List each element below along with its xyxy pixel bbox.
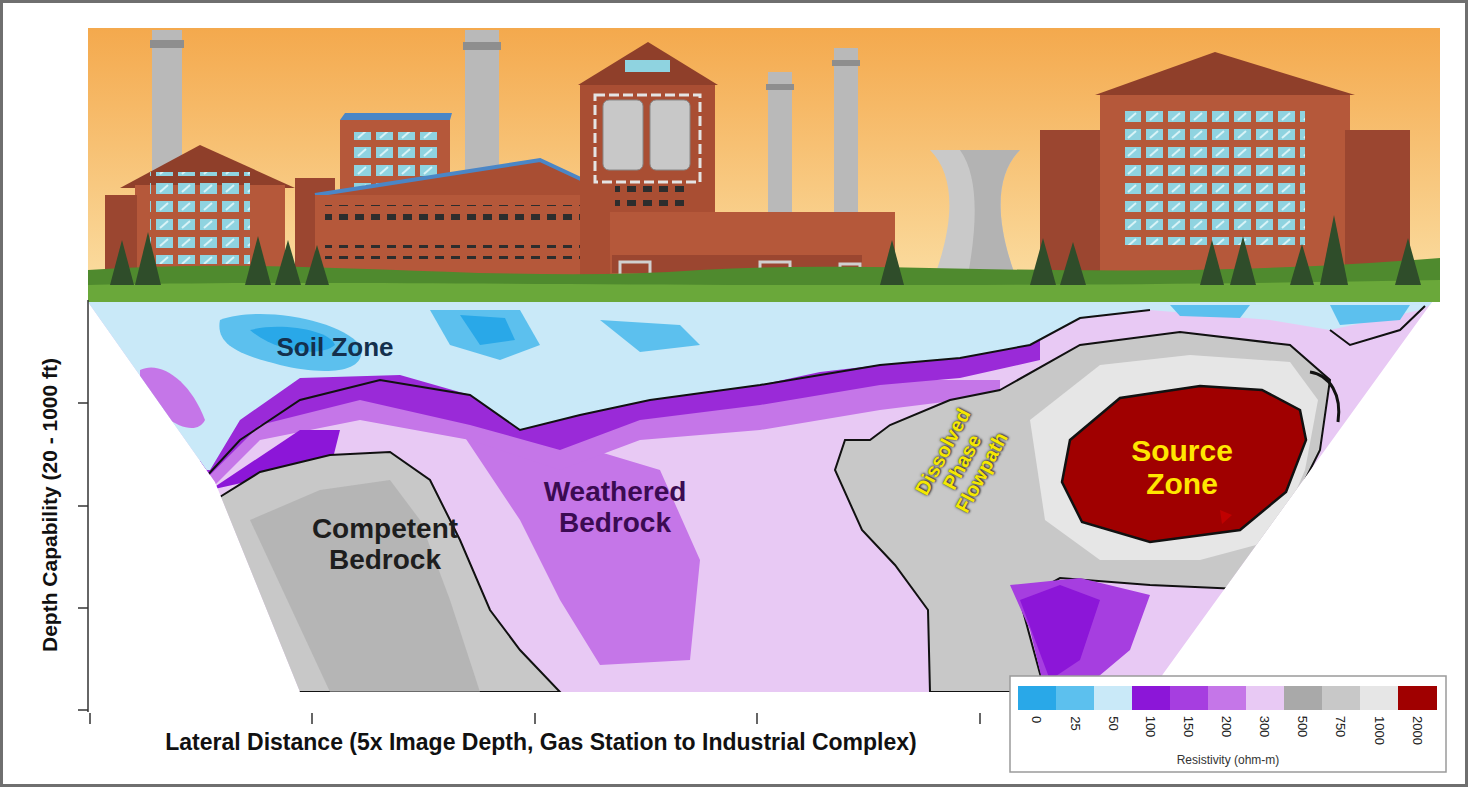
zone-label: Competent Bedrock (295, 514, 475, 576)
legend-tick: 1000 (1371, 716, 1386, 745)
zone-text: Soil Zone (277, 333, 394, 362)
legend-swatch (1094, 686, 1133, 710)
axis-label: Resistivity (ohm-m) (1177, 753, 1280, 767)
legend-tick: 100 (1143, 716, 1158, 738)
legend-tick: 150 (1181, 716, 1196, 738)
legend-tick: 50 (1106, 716, 1121, 730)
legend-swatch (1170, 686, 1209, 710)
legend-swatch (1322, 686, 1361, 710)
legend-tick: 200 (1219, 716, 1234, 738)
legend-swatch (1246, 686, 1285, 710)
legend-swatch (1360, 686, 1399, 710)
zone-label: Weathered Bedrock (525, 477, 705, 539)
zone-label: Soil Zone (277, 333, 394, 362)
legend-swatch (1208, 686, 1247, 710)
legend-tick: 300 (1257, 716, 1272, 738)
legend-tick: 500 (1295, 716, 1310, 738)
zone-text: Source Zone (1117, 434, 1247, 500)
legend-swatch (1398, 686, 1437, 710)
legend-swatch (1132, 686, 1171, 710)
legend-tick: 0 (1029, 716, 1044, 723)
zone-text: Competent Bedrock (295, 514, 475, 576)
legend-tick: 2000 (1409, 716, 1424, 745)
zone-text: Weathered Bedrock (525, 477, 705, 539)
legend-tick: 25 (1068, 716, 1083, 730)
legend-swatch (1056, 686, 1095, 710)
zone-label: Source Zone (1117, 434, 1247, 500)
axis-label: Lateral Distance (5x Image Depth, Gas St… (165, 729, 917, 756)
legend-swatch (1018, 686, 1057, 710)
axis-label: Depth Capability (20 - 1000 ft) (38, 358, 62, 652)
legend-tick: 750 (1333, 716, 1348, 738)
legend-swatch (1284, 686, 1323, 710)
